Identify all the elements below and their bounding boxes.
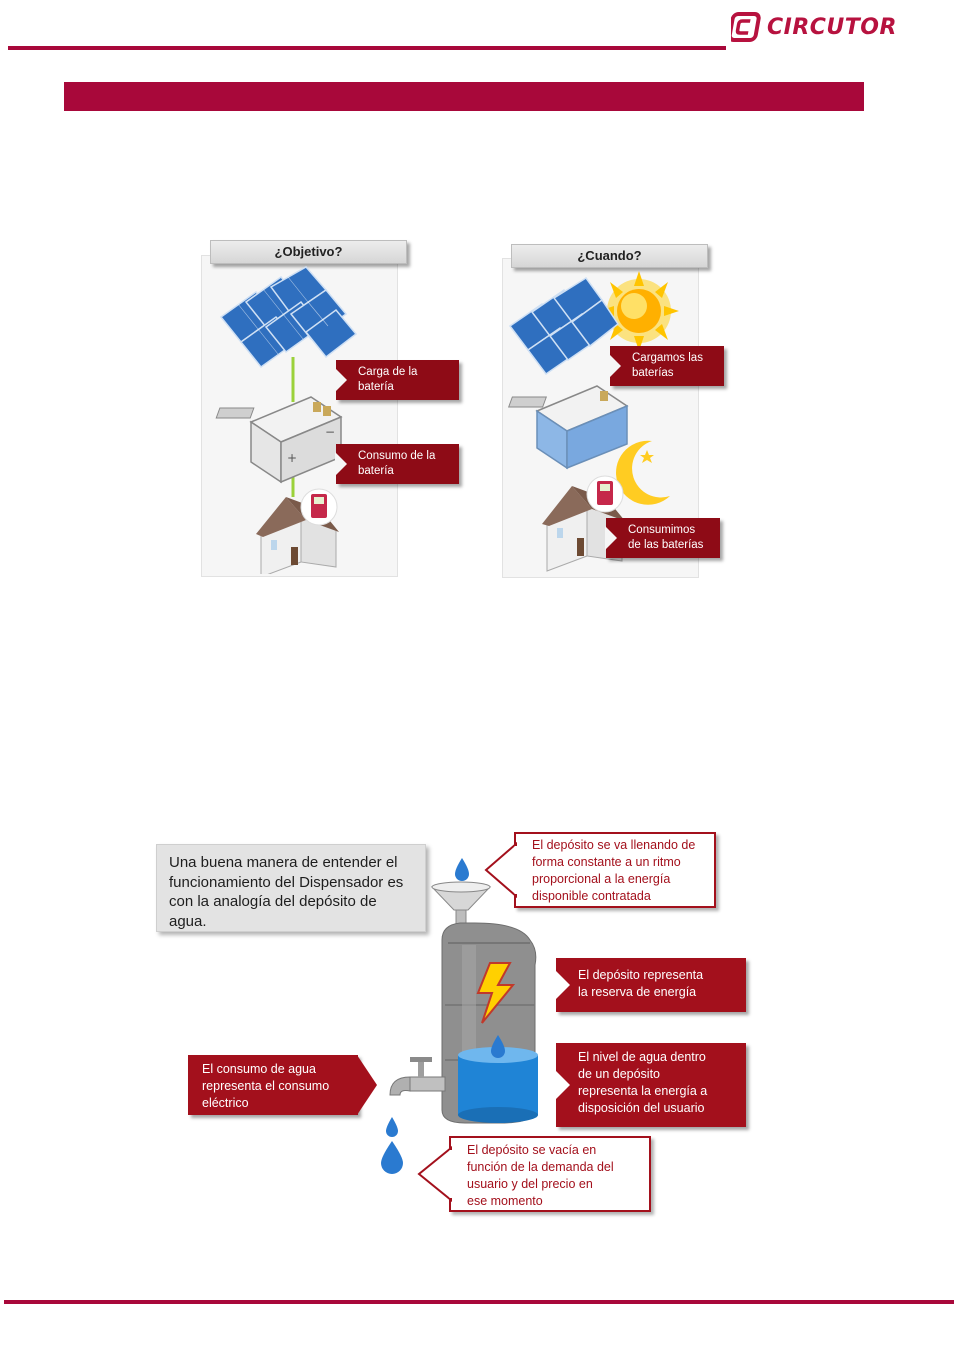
cuando-charge-callout: Cargamos las baterías	[610, 346, 724, 386]
objetivo-consume-callout: Consumo de la batería	[336, 444, 459, 484]
solar-panel-icon	[219, 266, 358, 369]
cuando-title: ¿Cuando?	[511, 244, 708, 268]
water-drop-icon	[381, 1141, 403, 1174]
lightning-bolt-icon	[476, 962, 516, 1024]
water-drop-icon	[491, 1035, 505, 1058]
fill-callout: El depósito se va llenando de forma cons…	[514, 832, 716, 908]
consumption-callout: El consumo de agua representa el consumo…	[188, 1055, 358, 1115]
svg-text:+: +	[287, 451, 297, 465]
battery-icon: + −	[215, 396, 343, 484]
header-rule	[8, 46, 726, 50]
logo-text: CIRCUTOR	[767, 14, 897, 40]
battery-icon	[507, 385, 629, 470]
empty-callout-pointer	[417, 1146, 453, 1202]
circutor-logo: CIRCUTOR	[731, 9, 911, 45]
fill-callout-pointer	[484, 842, 518, 898]
cuando-consume-callout: Consumimos de las baterías	[606, 518, 720, 558]
moon-icon	[616, 440, 670, 505]
objetivo-illustration: + −	[215, 266, 358, 574]
svg-text:−: −	[325, 425, 335, 439]
circutor-logo-icon	[731, 12, 761, 42]
water-tank-illustration	[381, 858, 538, 1174]
water-drop-icon	[455, 858, 469, 881]
solar-panel-icon	[508, 276, 620, 376]
faucet-icon	[389, 1057, 446, 1096]
water-level-icon	[458, 1047, 538, 1123]
reserve-callout: El depósito representa la reserva de ene…	[556, 958, 746, 1012]
funnel-icon	[430, 881, 492, 933]
water-drop-icon	[386, 1117, 398, 1137]
analogy-intro-box: Una buena manera de entender el funciona…	[156, 844, 426, 932]
sun-icon	[599, 271, 679, 351]
objetivo-charge-callout: Carga de la batería	[336, 360, 459, 400]
house-icon	[256, 488, 339, 574]
footer-rule	[4, 1300, 954, 1304]
section-title-bar	[64, 82, 864, 111]
empty-callout: El depósito se vacía en función de la de…	[449, 1136, 651, 1212]
level-callout: El nivel de agua dentro de un depósito r…	[556, 1043, 746, 1127]
cuando-illustration	[507, 271, 679, 572]
objetivo-title: ¿Objetivo?	[210, 240, 407, 264]
consumption-callout-pointer	[357, 1055, 377, 1115]
